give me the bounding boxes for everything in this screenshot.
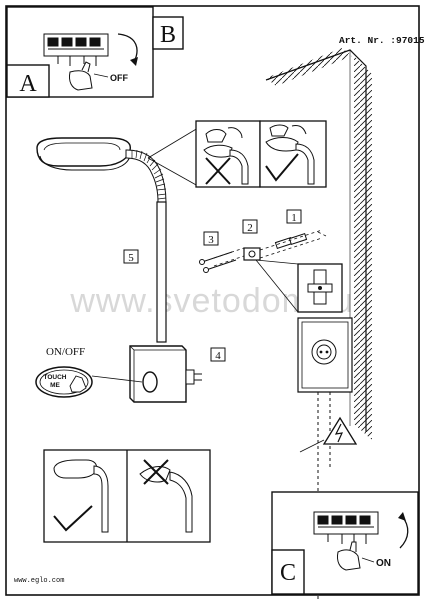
rotate-arrow-icon-detail-1 bbox=[227, 127, 243, 139]
electric-hazard-icon bbox=[299, 416, 358, 453]
sheet-border bbox=[5, 5, 420, 596]
touch-label-line2: ME bbox=[50, 382, 60, 389]
terminal-block-icon bbox=[43, 33, 109, 66]
check-mark-icon bbox=[53, 505, 93, 532]
panel-a-label-box bbox=[6, 64, 50, 98]
rotate-arrow-head-c bbox=[398, 512, 406, 521]
website-text: www.eglo.com bbox=[14, 577, 64, 585]
on-pointer bbox=[361, 557, 375, 563]
panel-c: C ON bbox=[271, 491, 419, 595]
step-3-label: 3 bbox=[208, 234, 214, 246]
panel-a-box bbox=[6, 6, 154, 98]
mounting-hardware bbox=[199, 229, 327, 273]
hand-finger bbox=[81, 61, 91, 73]
wall bbox=[265, 48, 372, 440]
step-2-label: 2 bbox=[247, 222, 253, 234]
step-5-label: 5 bbox=[128, 252, 134, 264]
wall-plug-icon bbox=[185, 369, 202, 385]
hand-finger-c bbox=[349, 541, 357, 552]
hand-icon-detail-1 bbox=[205, 129, 227, 143]
lamp-head-detail bbox=[147, 120, 327, 188]
callout-line bbox=[91, 375, 143, 383]
usage-comparison bbox=[43, 449, 211, 543]
off-pointer bbox=[93, 73, 109, 78]
article-number: Art. Nr. :97015 bbox=[339, 35, 425, 46]
step-1-label: 1 bbox=[291, 212, 297, 224]
panel-a-label: A bbox=[19, 71, 37, 97]
terminal-block-icon bbox=[313, 511, 379, 544]
hand-icon bbox=[337, 549, 361, 571]
lamp-icon bbox=[36, 137, 202, 403]
rotate-arrow-icon-detail-2 bbox=[291, 125, 307, 135]
cross-mark-icon bbox=[205, 157, 231, 185]
on-off-label: ON/OFF bbox=[46, 346, 85, 358]
socket-icon bbox=[297, 317, 353, 393]
panel-b-label: B bbox=[160, 22, 176, 48]
on-label: ON bbox=[376, 558, 391, 569]
touch-me-button-graphic: TOUCH ME bbox=[35, 366, 93, 398]
cross-mark-icon bbox=[143, 459, 169, 485]
panel-c-label-box bbox=[271, 549, 305, 595]
touch-button bbox=[142, 371, 158, 393]
rotate-arrow-head bbox=[130, 57, 138, 66]
step-4-label: 4 bbox=[215, 350, 221, 362]
wall-plug-icon bbox=[274, 233, 308, 249]
hand-icon bbox=[69, 375, 87, 393]
off-label: OFF bbox=[110, 73, 128, 83]
touch-label-line1: TOUCH bbox=[44, 374, 67, 381]
hand-icon bbox=[69, 70, 93, 91]
panel-ab: A B OFF bbox=[6, 6, 184, 98]
rotate-arrow-icon bbox=[117, 33, 138, 63]
panel-c-label: C bbox=[280, 560, 296, 586]
check-mark-icon bbox=[265, 153, 299, 182]
screw-icon bbox=[199, 251, 237, 273]
panel-b-label-box bbox=[152, 16, 184, 50]
step-labels: 1 2 3 4 5 bbox=[123, 209, 302, 362]
bracket-detail bbox=[255, 259, 343, 313]
hand-icon-detail-2 bbox=[269, 124, 289, 137]
